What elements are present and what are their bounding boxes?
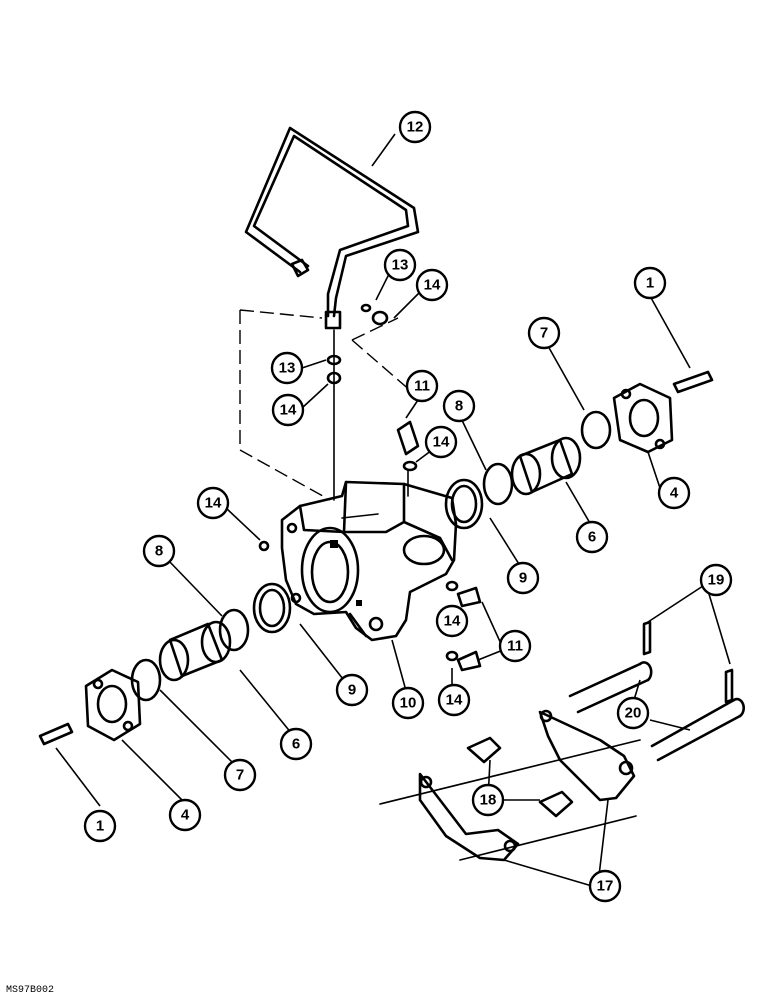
caliper-housing — [280, 480, 458, 642]
svg-text:17: 17 — [597, 878, 614, 895]
callout-13-upper: 13 — [383, 248, 417, 282]
svg-text:11: 11 — [507, 638, 523, 655]
callout-14-lower: 14 — [271, 393, 305, 427]
callout-20: 20 — [616, 696, 650, 730]
svg-text:1: 1 — [96, 818, 104, 835]
svg-text:13: 13 — [279, 360, 296, 377]
callout-7-left: 7 — [223, 758, 257, 792]
callout-14-mid: 14 — [435, 604, 469, 638]
callout-6-left: 6 — [279, 727, 313, 761]
callout-14-right: 14 — [424, 425, 458, 459]
svg-text:1: 1 — [646, 275, 654, 292]
callout-1-left: 1 — [83, 809, 117, 843]
callout-11-lower: 11 — [498, 629, 532, 663]
svg-text:7: 7 — [540, 325, 548, 342]
svg-text:14: 14 — [444, 613, 461, 630]
svg-text:14: 14 — [424, 277, 441, 294]
svg-text:14: 14 — [446, 692, 463, 709]
svg-text:7: 7 — [236, 767, 244, 784]
svg-text:6: 6 — [588, 529, 596, 546]
svg-text:11: 11 — [414, 378, 430, 395]
svg-text:4: 4 — [670, 485, 679, 502]
callout-1-right: 1 — [633, 266, 667, 300]
callout-4-left: 4 — [168, 798, 202, 832]
callout-17: 17 — [588, 869, 622, 903]
svg-text:14: 14 — [205, 495, 222, 512]
left-piston-stack — [38, 582, 292, 746]
callout-14-bottom: 14 — [437, 683, 471, 717]
callout-14-left: 14 — [196, 486, 230, 520]
bleed-fittings — [258, 540, 482, 672]
callout-13-lower: 13 — [270, 351, 304, 385]
callout-9-left: 9 — [335, 673, 369, 707]
svg-text:14: 14 — [433, 434, 450, 451]
callout-8-right: 8 — [442, 389, 476, 423]
callout-7-right: 7 — [527, 316, 561, 350]
svg-text:10: 10 — [400, 695, 417, 712]
callout-4-right: 4 — [657, 476, 691, 510]
callout-9-right: 9 — [506, 561, 540, 595]
callout-14-upper: 14 — [415, 268, 449, 302]
svg-text:18: 18 — [480, 792, 497, 809]
svg-text:12: 12 — [407, 119, 424, 136]
svg-text:13: 13 — [392, 257, 409, 274]
svg-text:6: 6 — [292, 736, 300, 753]
svg-text:20: 20 — [625, 705, 642, 722]
callout-12: 12 — [398, 110, 432, 144]
svg-text:9: 9 — [348, 682, 356, 699]
callout-18: 18 — [471, 783, 505, 817]
callout-10: 10 — [391, 686, 425, 720]
callout-6-right: 6 — [575, 520, 609, 554]
svg-text:14: 14 — [280, 402, 297, 419]
small-seals-top — [326, 303, 420, 472]
svg-text:9: 9 — [519, 570, 527, 587]
figure-code: MS97B002 — [6, 985, 54, 996]
svg-text:4: 4 — [181, 807, 190, 824]
callout-11-upper: 11 — [405, 369, 439, 403]
svg-text:8: 8 — [155, 543, 163, 560]
bracket-assembly — [379, 620, 745, 862]
svg-text:19: 19 — [708, 572, 725, 589]
brake-tube — [244, 126, 420, 330]
right-piston-stack — [444, 370, 714, 530]
callout-8-left: 8 — [142, 534, 176, 568]
dashed-guide-lines — [239, 309, 413, 501]
callout-19: 19 — [699, 563, 733, 597]
svg-text:8: 8 — [455, 398, 463, 415]
